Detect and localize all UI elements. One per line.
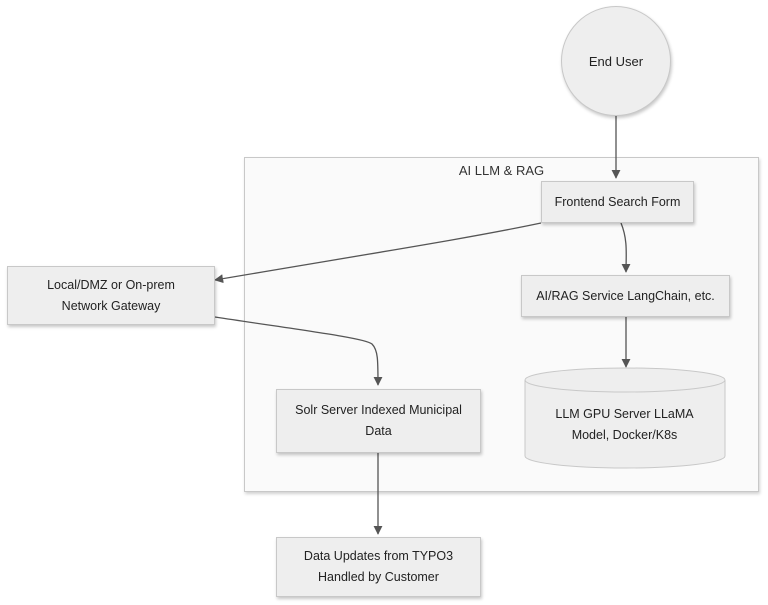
solr-server-label-line1: Solr Server Indexed Municipal <box>295 403 462 417</box>
edge-gateway-to-solr <box>214 316 383 386</box>
solr-server-node: Solr Server Indexed Municipal Data <box>276 389 481 453</box>
llm-gpu-server-database <box>524 367 726 469</box>
llm-gpu-server-node: LLM GPU Server LLaMA Model, Docker/K8s <box>524 392 725 458</box>
frontend-search-form-node: Frontend Search Form <box>541 181 694 223</box>
cluster-title: AI LLM & RAG <box>458 163 545 178</box>
llm-gpu-server-label-line2: Model, Docker/K8s <box>571 428 678 442</box>
llm-gpu-server-label-line1: LLM GPU Server LLaMA <box>555 407 694 421</box>
edge-frontend-to-rag <box>620 222 631 273</box>
edge-frontend-to-gateway <box>214 222 542 284</box>
network-gateway-node: Local/DMZ or On-prem Network Gateway <box>7 266 215 325</box>
typo3-updates-node: Data Updates from TYPO3 Handled by Custo… <box>276 537 481 597</box>
typo3-updates-label-line1: Data Updates from TYPO3 <box>303 549 454 563</box>
end-user-label: End User <box>588 53 644 69</box>
end-user-node: End User <box>561 6 671 116</box>
frontend-search-form-label: Frontend Search Form <box>554 194 681 209</box>
network-gateway-label-line2: Network Gateway <box>61 298 161 313</box>
database-body <box>524 380 726 469</box>
rag-service-node: AI/RAG Service LangChain, etc. <box>521 275 730 317</box>
database-top <box>524 367 726 393</box>
rag-service-label: AI/RAG Service LangChain, etc. <box>536 288 715 303</box>
solr-server-label-line2: Data <box>365 424 392 438</box>
network-gateway-label-line1: Local/DMZ or On-prem <box>47 277 175 292</box>
typo3-updates-label-line2: Handled by Customer <box>318 570 439 584</box>
